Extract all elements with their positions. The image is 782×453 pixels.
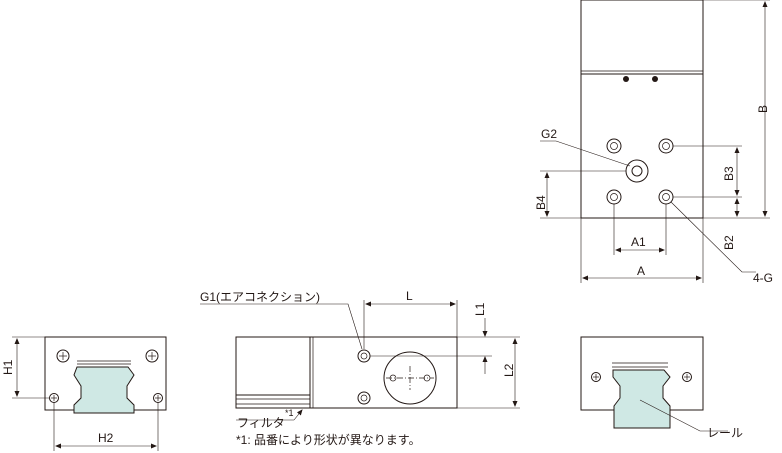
label-l: L	[406, 289, 413, 303]
side-view: L L1 L2 G1(エアコネクション) フィルタ *1 *1: 品番により形状…	[200, 289, 520, 447]
label-b4: B4	[534, 195, 548, 210]
label-b: B	[756, 105, 770, 113]
label-filter-footnote-mark: *1	[285, 408, 294, 418]
leader-g1	[200, 303, 363, 350]
leader-g2	[540, 140, 631, 167]
g2-port	[625, 159, 649, 183]
label-b2: B2	[722, 235, 736, 250]
mounting-hole-tl	[606, 138, 622, 154]
side-view-outline	[235, 336, 458, 409]
small-hole-right	[652, 76, 658, 82]
top-view: B B3 B2 B4 A1 A G2 4-G	[534, 0, 773, 285]
label-filter: フィルタ	[237, 416, 285, 430]
label-l1: L1	[473, 302, 487, 316]
footnote: *1: 品番により形状が異なります。	[236, 432, 421, 447]
mounting-hole-tr	[658, 138, 674, 154]
left-view-bolt-bl	[49, 393, 59, 403]
label-rail: レール	[707, 426, 743, 440]
label-g2: G2	[541, 127, 557, 141]
label-g1-air-connection: G1(エアコネクション)	[200, 290, 320, 304]
right-view-bolt-left	[591, 372, 601, 382]
mounting-hole-bl	[606, 189, 622, 205]
right-view-bolt-right	[682, 372, 692, 382]
right-view-rail	[612, 369, 671, 429]
small-hole-left	[623, 76, 629, 82]
leader-rail	[639, 399, 728, 432]
side-view-lower-port	[357, 391, 371, 405]
label-h1: H1	[1, 359, 15, 375]
label-h2: H2	[98, 431, 114, 445]
leader-filter	[293, 409, 303, 421]
right-end-view: レール	[580, 336, 743, 440]
top-view-outline	[580, 0, 704, 219]
label-l2: L2	[502, 363, 516, 377]
side-view-round-flange	[383, 351, 437, 405]
label-a: A	[637, 264, 645, 278]
left-view-bolt-br	[153, 393, 163, 403]
left-view-bolt-tl	[56, 349, 70, 363]
label-b3: B3	[722, 166, 736, 181]
label-4g: 4-G	[753, 271, 773, 285]
leader-4g	[670, 201, 756, 273]
left-view-rail	[73, 366, 135, 414]
left-end-view: H1 H2	[1, 336, 167, 451]
label-a1: A1	[631, 235, 646, 249]
g1-air-connection-port	[357, 349, 371, 363]
mounting-hole-br	[658, 189, 674, 205]
left-view-bolt-tr	[145, 349, 159, 363]
